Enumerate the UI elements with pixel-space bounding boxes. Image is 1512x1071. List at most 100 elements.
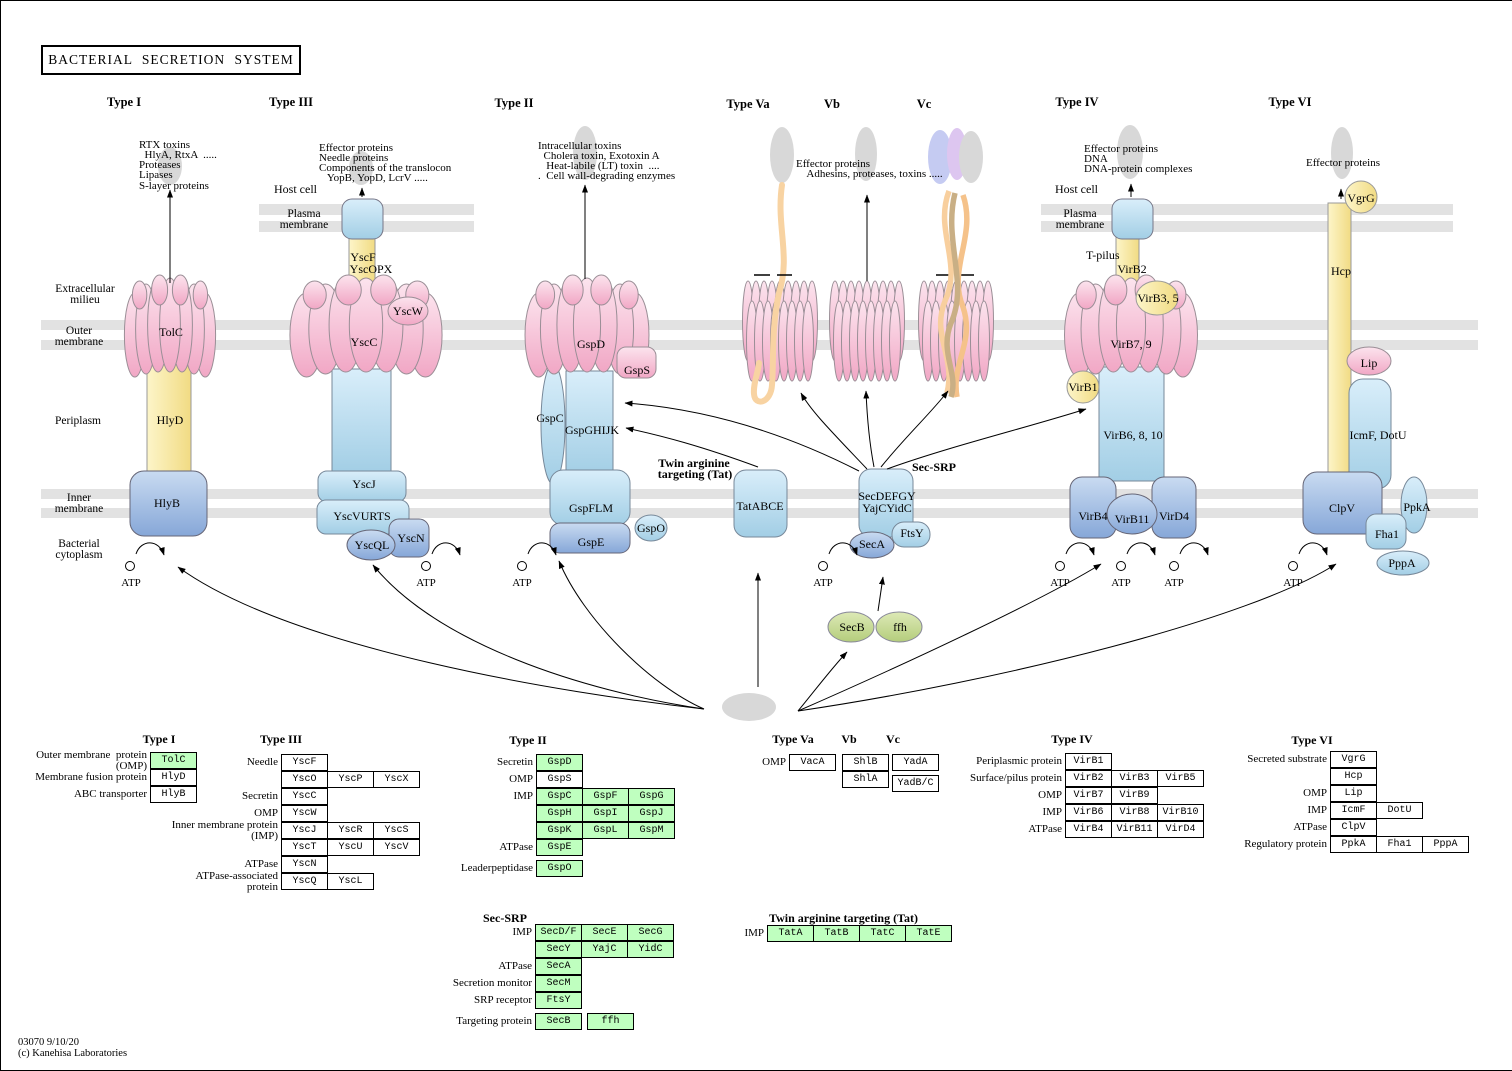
gene-YscF[interactable]: YscF — [281, 754, 328, 771]
gene-YscW[interactable]: YscW — [281, 805, 328, 822]
gene-VacA[interactable]: VacA — [789, 754, 836, 771]
gene-VirB8[interactable]: VirB8 — [1111, 804, 1158, 821]
label-gspc[interactable]: GspC — [536, 411, 564, 425]
label-yscj[interactable]: YscJ — [352, 477, 376, 491]
label-hlyb[interactable]: HlyB — [153, 496, 181, 510]
gene-ShlA[interactable]: ShlA — [842, 771, 889, 788]
gene-VirD4[interactable]: VirD4 — [1157, 821, 1204, 838]
gene-SecE[interactable]: SecE — [581, 924, 628, 941]
label-ffh[interactable]: ffh — [893, 620, 907, 634]
label-yscvurts[interactable]: YscVURTS — [333, 509, 391, 523]
label-virb4[interactable]: VirB4 — [1078, 509, 1108, 523]
gene-TatE[interactable]: TatE — [905, 925, 952, 942]
gene-TatC[interactable]: TatC — [859, 925, 906, 942]
gene-GspL[interactable]: GspL — [582, 822, 629, 839]
gene-ffh[interactable]: ffh — [587, 1013, 634, 1030]
label-gspflm[interactable]: GspFLM — [568, 501, 614, 515]
gene-Fha1[interactable]: Fha1 — [1376, 836, 1423, 853]
gene-SecG[interactable]: SecG — [627, 924, 674, 941]
label-pppa[interactable]: PppA — [1388, 556, 1416, 570]
label-seca[interactable]: SecA — [859, 537, 885, 551]
gene-GspH[interactable]: GspH — [536, 805, 583, 822]
gene-YscO[interactable]: YscO — [281, 771, 328, 788]
gene-YadB/C[interactable]: YadB/C — [892, 775, 939, 792]
gene-YscC[interactable]: YscC — [281, 788, 328, 805]
label-yscf[interactable]: YscF — [350, 250, 376, 264]
label-yscn[interactable]: YscN — [397, 531, 425, 545]
gene-YscS[interactable]: YscS — [373, 822, 420, 839]
gene-YidC[interactable]: YidC — [627, 941, 674, 958]
gene-GspG[interactable]: GspG — [628, 788, 675, 805]
label-ftsy[interactable]: FtsY — [900, 526, 924, 540]
gene-GspC[interactable]: GspC — [536, 788, 583, 805]
label-virb1[interactable]: VirB1 — [1068, 380, 1098, 394]
gene-DotU[interactable]: DotU — [1376, 802, 1423, 819]
gene-SecA[interactable]: SecA — [535, 958, 582, 975]
gene-VirB1[interactable]: VirB1 — [1065, 753, 1112, 770]
gene-GspS[interactable]: GspS — [536, 771, 583, 788]
label-ppka[interactable]: PpkA — [1403, 500, 1431, 514]
label-hcp[interactable]: Hcp — [1331, 264, 1351, 278]
gene-YadA[interactable]: YadA — [892, 754, 939, 771]
gene-YscT[interactable]: YscT — [281, 839, 328, 856]
gene-VirB10[interactable]: VirB10 — [1157, 804, 1204, 821]
label-yscc[interactable]: YscC — [350, 335, 378, 349]
label-gsps[interactable]: GspS — [623, 363, 651, 377]
label-hlyd[interactable]: HlyD — [156, 413, 184, 427]
gene-VirB5[interactable]: VirB5 — [1157, 770, 1204, 787]
label-virb2[interactable]: VirB2 — [1117, 262, 1147, 276]
gene-SecB[interactable]: SecB — [535, 1013, 582, 1030]
gene-GspM[interactable]: GspM — [628, 822, 675, 839]
gene-ShlB[interactable]: ShlB — [842, 754, 889, 771]
label-virb11[interactable]: VirB11 — [1114, 512, 1150, 526]
gene-YscP[interactable]: YscP — [327, 771, 374, 788]
gene-SecD/F[interactable]: SecD/F — [535, 924, 582, 941]
label-tatabce[interactable]: TatABCE — [736, 499, 784, 513]
label-yscw[interactable]: YscW — [393, 304, 423, 318]
label-clpv[interactable]: ClpV — [1328, 501, 1356, 515]
gene-VirB3[interactable]: VirB3 — [1111, 770, 1158, 787]
gene-YscN[interactable]: YscN — [281, 856, 328, 873]
label-vird4[interactable]: VirD4 — [1159, 509, 1189, 523]
gene-VgrG[interactable]: VgrG — [1330, 751, 1377, 768]
gene-YscJ[interactable]: YscJ — [281, 822, 328, 839]
label-secb[interactable]: SecB — [839, 620, 865, 634]
label-gspd[interactable]: GspD — [576, 337, 606, 351]
gene-GspJ[interactable]: GspJ — [628, 805, 675, 822]
gene-YscU[interactable]: YscU — [327, 839, 374, 856]
gene-TatB[interactable]: TatB — [813, 925, 860, 942]
gene-GspK[interactable]: GspK — [536, 822, 583, 839]
label-gspghijk[interactable]: GspGHIJK — [565, 423, 619, 437]
gene-GspI[interactable]: GspI — [582, 805, 629, 822]
gene-VirB9[interactable]: VirB9 — [1111, 787, 1158, 804]
gene-FtsY[interactable]: FtsY — [535, 992, 582, 1009]
label-virb7-9[interactable]: VirB7, 9 — [1110, 337, 1152, 351]
gene-Hcp[interactable]: Hcp — [1330, 768, 1377, 785]
gene-YscX[interactable]: YscX — [373, 771, 420, 788]
label-virb3-5[interactable]: VirB3, 5 — [1137, 291, 1179, 305]
label-gspe[interactable]: GspE — [577, 535, 605, 549]
gene-ClpV[interactable]: ClpV — [1330, 819, 1377, 836]
label-vgrg[interactable]: VgrG — [1347, 191, 1375, 205]
gene-YscL[interactable]: YscL — [327, 873, 374, 890]
label-virb6-8-10[interactable]: VirB6, 8, 10 — [1103, 428, 1163, 442]
gene-VirB11[interactable]: VirB11 — [1111, 821, 1158, 838]
gene-GspF[interactable]: GspF — [582, 788, 629, 805]
gene-HlyB[interactable]: HlyB — [150, 786, 197, 803]
gene-VirB6[interactable]: VirB6 — [1065, 804, 1112, 821]
label-gspo[interactable]: GspO — [636, 521, 666, 535]
gene-YscQ[interactable]: YscQ — [281, 873, 328, 890]
gene-VirB2[interactable]: VirB2 — [1065, 770, 1112, 787]
label-yajcyidc[interactable]: YajCYidC — [862, 501, 912, 515]
gene-YscV[interactable]: YscV — [373, 839, 420, 856]
gene-PppA[interactable]: PppA — [1422, 836, 1469, 853]
gene-VirB7[interactable]: VirB7 — [1065, 787, 1112, 804]
gene-TatA[interactable]: TatA — [767, 925, 814, 942]
gene-SecM[interactable]: SecM — [535, 975, 582, 992]
gene-VirB4[interactable]: VirB4 — [1065, 821, 1112, 838]
label-yscopx[interactable]: YscOPX — [349, 262, 393, 276]
label-secdefgy[interactable]: SecDEFGY — [858, 489, 916, 503]
gene-GspO[interactable]: GspO — [536, 860, 583, 877]
gene-GspD[interactable]: GspD — [536, 754, 583, 771]
gene-Lip[interactable]: Lip — [1330, 785, 1377, 802]
